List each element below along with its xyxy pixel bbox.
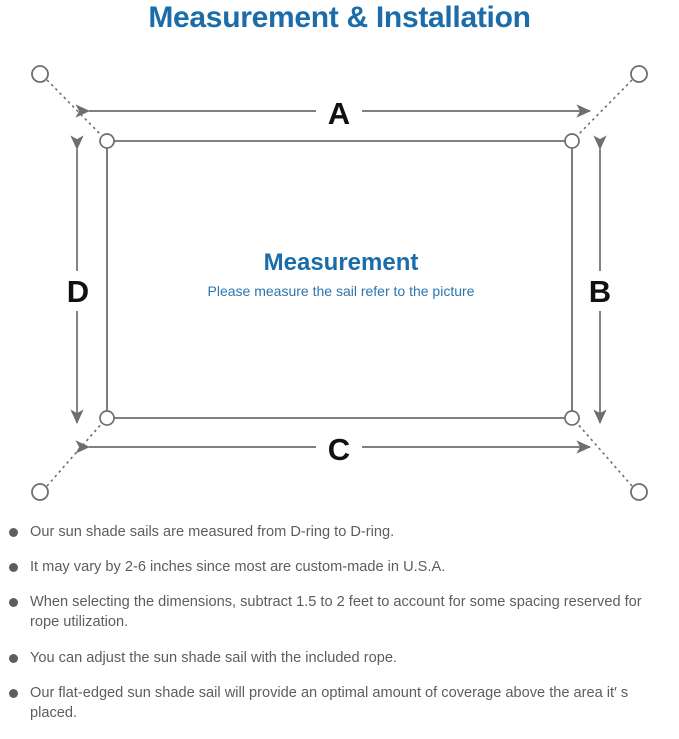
list-item: You can adjust the sun shade sail with t… xyxy=(0,648,679,668)
page-title: Measurement & Installation xyxy=(148,1,531,34)
rope-line-bottom-left xyxy=(46,421,104,487)
center-title: Measurement xyxy=(264,249,419,276)
rope-line-top-left xyxy=(46,79,104,138)
label-c: C xyxy=(328,432,350,467)
list-item: Our sun shade sails are measured from D-… xyxy=(0,522,679,542)
rope-line-bottom-right xyxy=(575,421,633,487)
d-ring-bottom-right xyxy=(564,410,580,426)
d-ring-top-left xyxy=(99,133,115,149)
anchor-point-top-left xyxy=(31,65,49,83)
note-text: You can adjust the sun shade sail with t… xyxy=(30,649,397,666)
rope-line-top-right xyxy=(575,79,633,138)
label-a: A xyxy=(328,96,350,131)
list-item: Our flat-edged sun shade sail will provi… xyxy=(0,683,679,723)
anchor-point-top-right xyxy=(630,65,648,83)
diagram-container: A C D B Measurement Please measure the s… xyxy=(0,48,679,510)
note-text: Our sun shade sails are measured from D-… xyxy=(30,524,395,540)
bullet-icon xyxy=(9,688,18,698)
note-text: Our flat-edged sun shade sail will provi… xyxy=(30,684,629,721)
label-b: B xyxy=(589,274,611,309)
bullet-icon xyxy=(9,563,18,573)
bullet-icon xyxy=(9,598,18,608)
measurement-diagram-svg: A C D B Measurement Please measure the s… xyxy=(31,65,648,501)
list-item: It may vary by 2-6 inches since most are… xyxy=(0,557,679,577)
center-subtitle: Please measure the sail refer to the pic… xyxy=(208,283,475,299)
note-text: It may vary by 2-6 inches since most are… xyxy=(30,559,446,576)
d-ring-bottom-left xyxy=(99,410,115,426)
bullet-icon xyxy=(9,653,18,663)
bullet-icon xyxy=(9,528,18,537)
d-ring-top-right xyxy=(564,133,580,149)
anchor-point-bottom-right xyxy=(630,483,648,501)
note-text: When selecting the dimensions, subtract … xyxy=(30,594,642,631)
label-d: D xyxy=(67,274,89,309)
anchor-point-bottom-left xyxy=(31,483,49,501)
list-item: When selecting the dimensions, subtract … xyxy=(0,592,679,632)
sail-rectangle xyxy=(106,140,573,419)
notes-list: Our sun shade sails are measured from D-… xyxy=(0,522,679,738)
